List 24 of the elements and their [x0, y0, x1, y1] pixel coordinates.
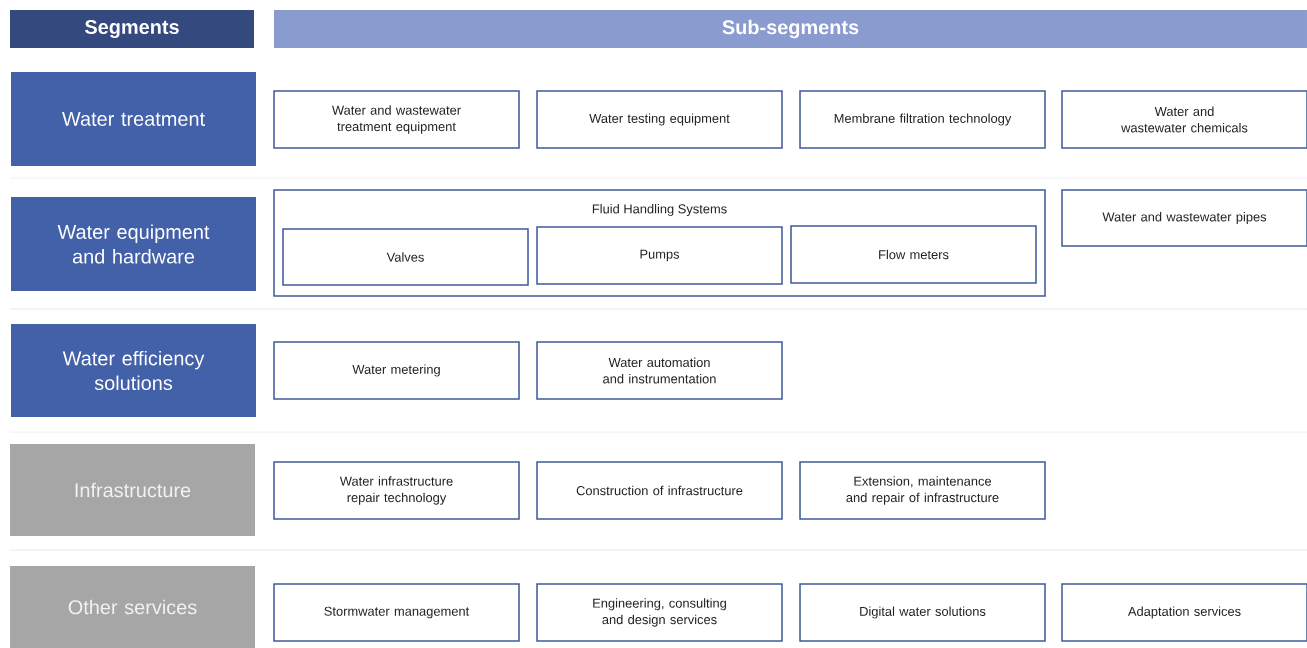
sub-segment-box: Flow meters — [790, 225, 1037, 284]
sub-segment-box: Digital water solutions — [799, 583, 1046, 642]
column-header: Segments — [10, 10, 254, 48]
segment-box: Water treatment — [11, 72, 256, 166]
sub-segment-box: Water infrastructure repair technology — [273, 461, 520, 520]
sub-segment-box: Extension, maintenance and repair of infrastructure — [799, 461, 1046, 520]
column-header: Sub-segments — [274, 10, 1307, 48]
sub-segment-box: Water and wastewater chemicals — [1061, 90, 1307, 149]
sub-segment-box: Water testing equipment — [536, 90, 783, 149]
sub-segment-box: Water and wastewater pipes — [1061, 189, 1307, 247]
sub-segment-box: Membrane filtration technology — [799, 90, 1046, 149]
sub-segment-box: Valves — [282, 228, 529, 286]
sub-segment-box: Water metering — [273, 341, 520, 400]
sub-segment-box: Pumps — [536, 226, 783, 285]
sub-segment-box: Water and wastewater treatment equipment — [273, 90, 520, 149]
sub-segment-box: Construction of infrastructure — [536, 461, 783, 520]
segment-box: Infrastructure — [10, 444, 255, 536]
sub-segment-box: Water automation and instrumentation — [536, 341, 783, 400]
sub-segment-box: Adaptation services — [1061, 583, 1307, 642]
segment-box: Water efficiency solutions — [11, 324, 256, 417]
sub-segment-box: Stormwater management — [273, 583, 520, 642]
segment-box: Other services — [10, 566, 255, 648]
segment-box: Water equipment and hardware — [11, 197, 256, 291]
sub-segment-box: Engineering, consulting and design services — [536, 583, 783, 642]
